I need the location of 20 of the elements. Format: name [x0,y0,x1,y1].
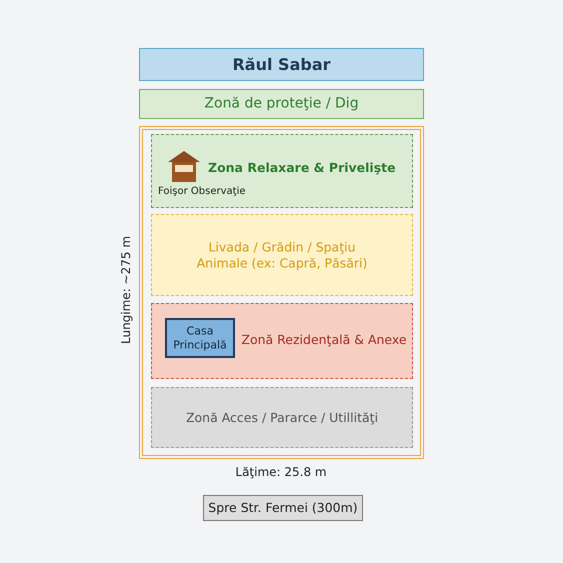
zone-label: Zonă de proteţie / Dig [203,95,360,113]
house-label: Casa Principală [172,324,228,352]
zone-label: Livada / Grădin / Spaţiu Animale (ex: Capră, Păsări) [196,239,368,271]
zone-label: Răul Sabar [231,54,332,74]
dimension-label: Lungime: ~275 m [119,236,133,344]
zone-label: Spre Str. Fermei (300m) [208,500,358,516]
access-zone [151,387,413,448]
zone-label: Zonă Rezidenţală & Anexe [240,332,408,348]
road-direction-box [203,495,363,521]
gazebo-caption: Foişor Observaţie [158,186,246,198]
dimension-label: Lăţime: 25.8 m [235,465,327,479]
zone-label: Zona Relaxare & Privelişte [208,160,397,176]
plot-boundary [139,126,424,459]
river-band [139,48,424,81]
relaxation-zone [151,134,413,208]
levee-band [139,89,424,119]
house-box [165,318,235,358]
zone-label: Zonă Acces / Pararce / Utillităţi [184,410,380,426]
residential-zone [151,303,413,379]
garden-zone [151,214,413,296]
